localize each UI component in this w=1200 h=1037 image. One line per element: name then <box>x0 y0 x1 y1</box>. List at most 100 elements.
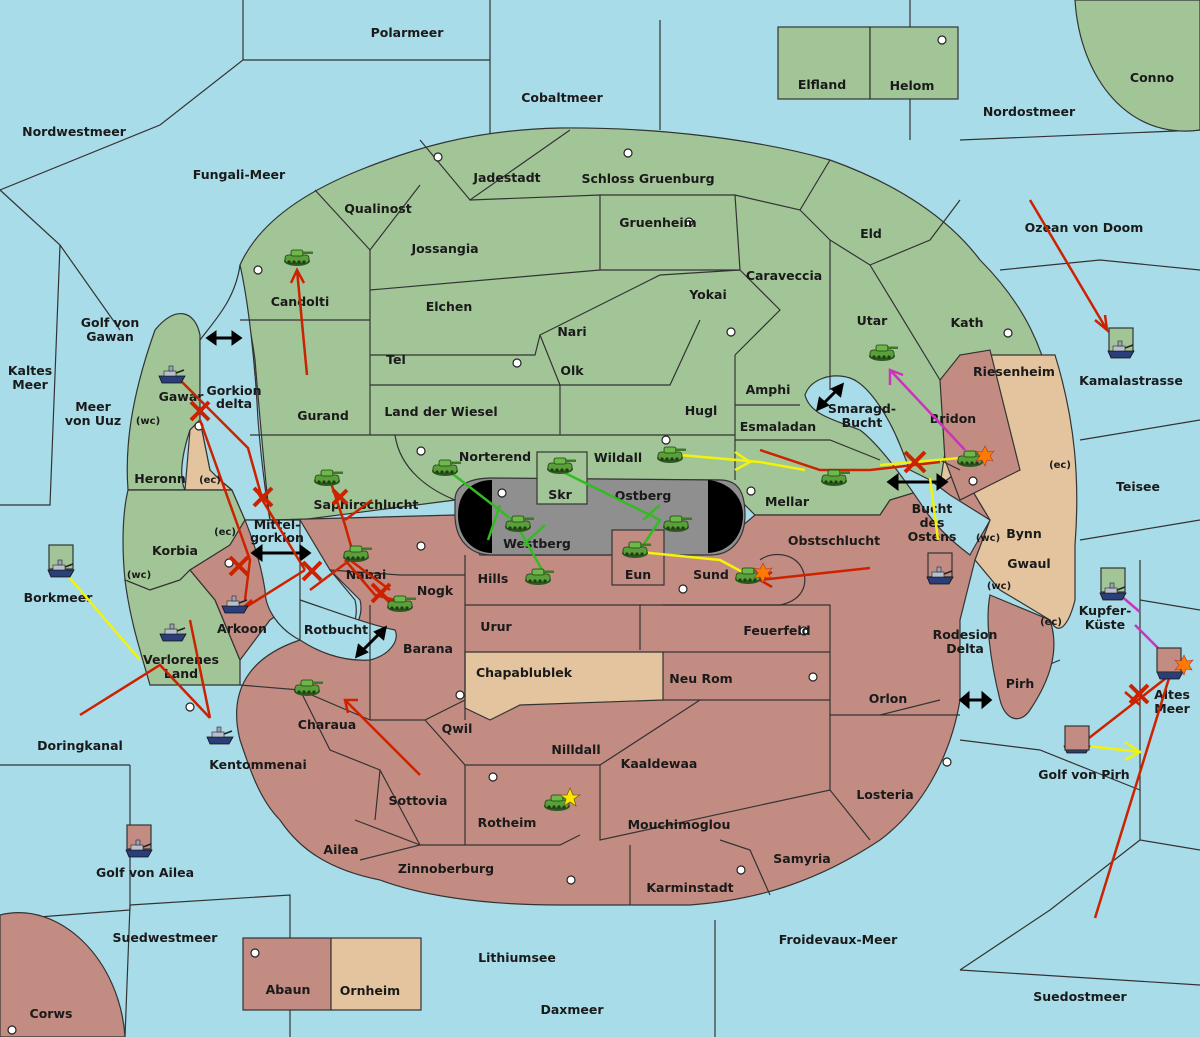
label-gurand: Gurand <box>297 408 349 423</box>
label-gwaul: Gwaul <box>1007 556 1050 571</box>
label-obstschlucht: Obstschlucht <box>788 533 880 548</box>
label-bucht-ostens-3: Ostens <box>908 529 957 544</box>
label-heronn: Heronn <box>134 471 186 486</box>
label-kath: Kath <box>951 315 984 330</box>
label-olk: Olk <box>560 363 584 378</box>
label-zinnoberburg: Zinnoberburg <box>398 861 494 876</box>
label-abaun: Abaun <box>266 982 311 997</box>
label-feuerfeld: Feuerfeld <box>743 623 810 638</box>
label-esmaladan: Esmaladan <box>740 419 816 434</box>
label-golf-pirh: Golf von Pirh <box>1038 767 1129 782</box>
label-land-wiesel: Land der Wiesel <box>384 404 497 419</box>
label-nordwestmeer: Nordwestmeer <box>22 124 127 139</box>
label-golf-ailea: Golf von Ailea <box>96 865 194 880</box>
label-teisee: Teisee <box>1116 479 1160 494</box>
label-utar: Utar <box>857 313 889 328</box>
label-sund: Sund <box>693 567 729 582</box>
province-borders <box>239 129 961 905</box>
label-ailea: Ailea <box>323 842 358 857</box>
label-nilldall: Nilldall <box>551 742 600 757</box>
label-ostberg: Ostberg <box>615 488 672 503</box>
label-kupfer-2: Küste <box>1085 617 1125 632</box>
label-samyria: Samyria <box>773 851 831 866</box>
label-bridon: Bridon <box>930 411 976 426</box>
label-heronn-ec: (ec) <box>199 475 221 486</box>
label-gorkion-2: delta <box>216 396 252 411</box>
label-urur: Urur <box>480 619 512 634</box>
label-meer-uuz-1: Meer <box>75 399 111 414</box>
label-elfland: Elfland <box>798 77 846 92</box>
label-meer-uuz-2: von Uuz <box>65 413 121 428</box>
label-mouchimoglou: Mouchimoglou <box>628 817 731 832</box>
label-westberg: Westberg <box>503 536 571 551</box>
label-bucht-ostens-2: des <box>920 515 945 530</box>
label-rodesion-2: Delta <box>946 641 984 656</box>
failed-order-marks <box>189 400 1150 705</box>
label-caraveccia: Caraveccia <box>746 268 822 283</box>
label-golf-gawan-1: Golf von <box>81 315 140 330</box>
label-barana: Barana <box>403 641 453 656</box>
canal-arrows <box>205 330 993 710</box>
label-helom: Helom <box>890 78 935 93</box>
label-kaltes-1: Kaltes <box>8 363 52 378</box>
label-bynn-wc: (wc) <box>976 533 1000 544</box>
label-conno: Conno <box>1130 70 1175 85</box>
label-tel: Tel <box>386 352 406 367</box>
label-nordostmeer: Nordostmeer <box>983 104 1076 119</box>
label-altes-1: Altes <box>1154 687 1190 702</box>
label-suedostmeer: Suedostmeer <box>1033 989 1127 1004</box>
label-riesenheim-ec: (ec) <box>1049 460 1071 471</box>
label-froidevaux: Froidevaux-Meer <box>779 932 898 947</box>
order-lines-red <box>79 199 1172 919</box>
label-chapablublek: Chapablublek <box>476 665 573 680</box>
label-golf-gawan-2: Gawan <box>86 329 134 344</box>
label-hills: Hills <box>478 571 509 586</box>
label-ozean: Ozean von Doom <box>1025 220 1144 235</box>
label-korbia-wc: (wc) <box>127 570 151 581</box>
label-rodesion-1: Rodesion <box>933 627 998 642</box>
label-hugl: Hugl <box>685 403 718 418</box>
label-qwil: Qwil <box>442 721 473 736</box>
label-kentommenai: Kentommenai <box>209 757 307 772</box>
order-lines-green <box>444 466 662 576</box>
label-suedwestmeer: Suedwestmeer <box>113 930 219 945</box>
label-lithiumsee: Lithiumsee <box>478 950 556 965</box>
label-borkmeer: Borkmeer <box>24 590 94 605</box>
label-mittel-2: gorkion <box>250 530 304 545</box>
label-rotheim: Rotheim <box>478 815 537 830</box>
label-polarmeer: Polarmeer <box>371 25 445 40</box>
label-jossangia: Jossangia <box>410 241 478 256</box>
label-daxmeer: Daxmeer <box>540 1002 604 1017</box>
supply-centers <box>7 35 1013 1035</box>
label-gawar-wc: (wc) <box>136 416 160 427</box>
label-karminstadt: Karminstadt <box>646 880 733 895</box>
label-gorkion-1: Gorkion <box>206 383 261 398</box>
label-yokai: Yokai <box>688 287 727 302</box>
label-schloss: Schloss Gruenburg <box>581 171 714 186</box>
label-kamalastrasse: Kamalastrasse <box>1079 373 1183 388</box>
label-arkoon: Arkoon <box>217 621 267 636</box>
label-altes-2: Meer <box>1154 701 1190 716</box>
label-kupfer-1: Kupfer- <box>1079 603 1132 618</box>
label-wildall: Wildall <box>594 450 642 465</box>
label-skr: Skr <box>548 487 572 502</box>
label-cobaltmeer: Cobaltmeer <box>521 90 603 105</box>
label-ornheim: Ornheim <box>340 983 400 998</box>
label-gruenheim: Gruenheim <box>619 215 696 230</box>
label-rotbucht: Rotbucht <box>304 622 368 637</box>
label-qualinost: Qualinost <box>344 201 411 216</box>
label-kaltes-2: Meer <box>12 377 48 392</box>
label-mellar: Mellar <box>765 494 810 509</box>
label-pirh: Pirh <box>1006 676 1035 691</box>
label-verlorenes-1: Verlorenes <box>143 652 219 667</box>
label-doringkanal: Doringkanal <box>37 738 123 753</box>
label-elchen: Elchen <box>426 299 473 314</box>
label-eld: Eld <box>860 226 882 241</box>
label-charaua: Charaua <box>298 717 356 732</box>
label-orlon: Orlon <box>869 691 908 706</box>
label-sottovia: Sottovia <box>389 793 448 808</box>
retreat-boxes <box>47 327 1182 858</box>
event-markers <box>558 445 1194 807</box>
